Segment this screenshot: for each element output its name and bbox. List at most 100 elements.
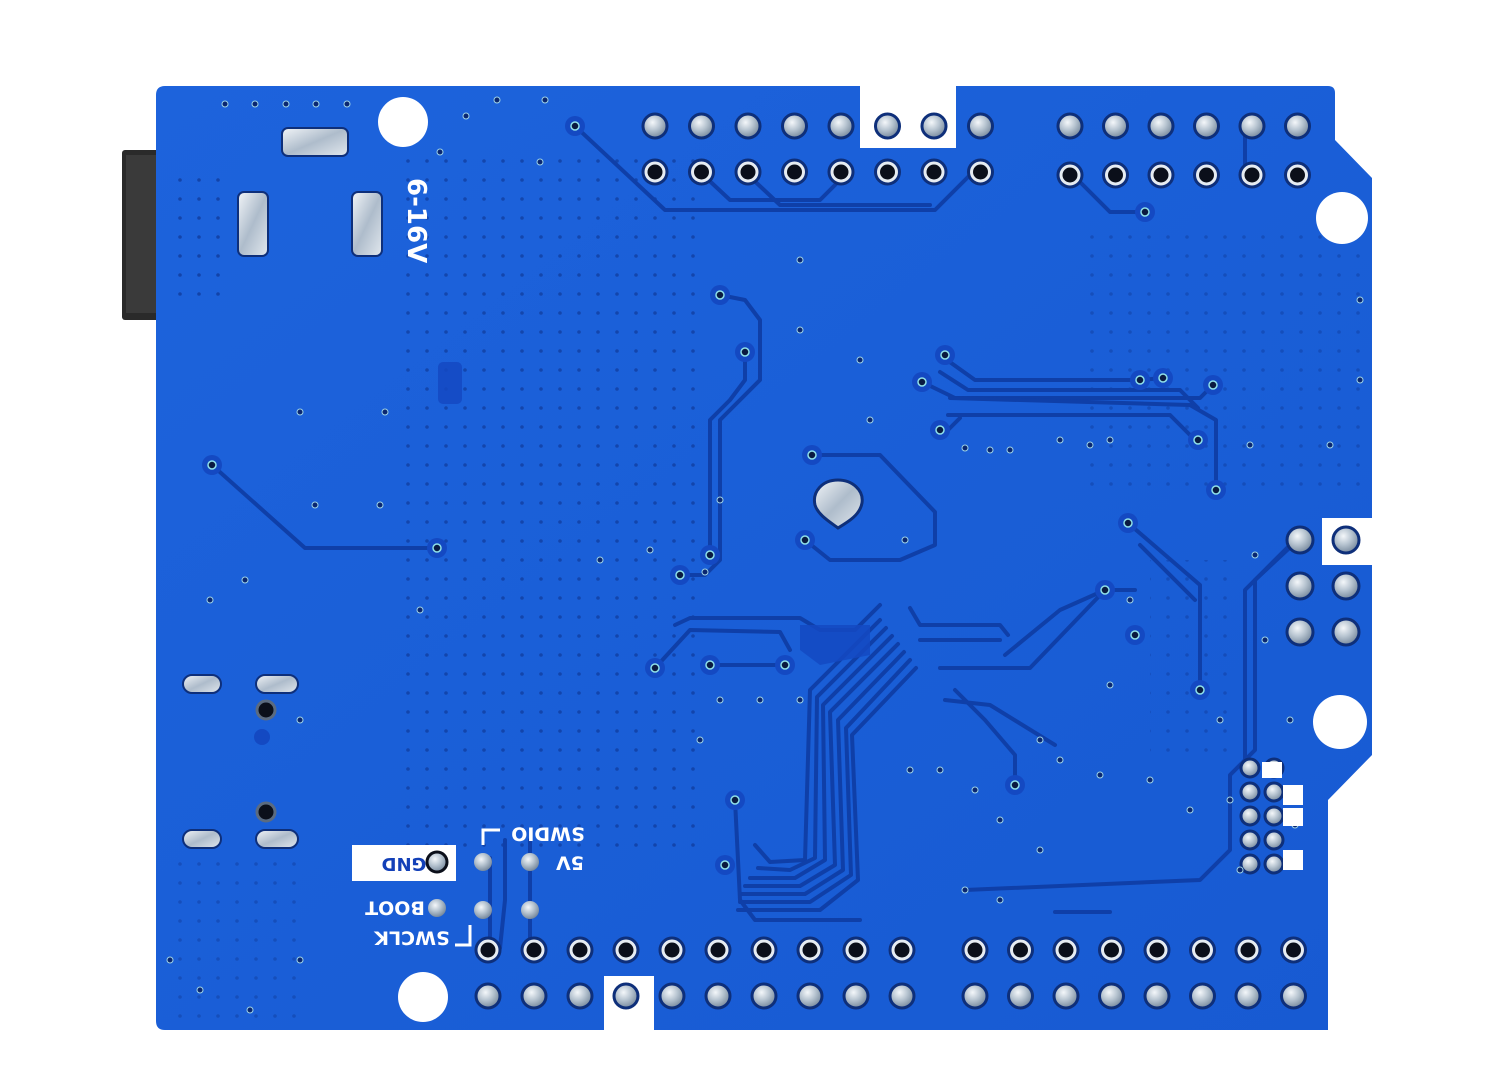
- via: [251, 100, 259, 108]
- gnd-label: GND: [382, 853, 427, 874]
- solder-pad: [1263, 829, 1285, 851]
- via: [241, 576, 249, 584]
- solder-pad: [688, 112, 715, 140]
- copper-traces: [210, 124, 1300, 950]
- via: [541, 96, 549, 104]
- copper-pour: [438, 362, 870, 665]
- via-field-left: [170, 170, 230, 300]
- via: [1226, 796, 1234, 804]
- through-hole: [926, 164, 942, 180]
- via: [906, 766, 914, 774]
- solder-pad: [641, 112, 669, 140]
- via: [1261, 636, 1269, 644]
- solder-pad: [1056, 112, 1084, 140]
- via: [1036, 846, 1044, 854]
- via: [971, 786, 979, 794]
- via: [462, 112, 470, 120]
- via: [705, 550, 715, 560]
- via: [935, 425, 945, 435]
- via: [381, 408, 389, 416]
- solder-pad: [1263, 853, 1285, 875]
- solder-pad: [1285, 571, 1315, 601]
- via: [961, 444, 969, 452]
- through-hole: [894, 942, 910, 958]
- solder-pad: [1238, 112, 1266, 140]
- via: [1286, 716, 1294, 724]
- via: [1056, 756, 1064, 764]
- through-hole: [647, 164, 663, 180]
- through-hole: [1108, 167, 1123, 183]
- solder-pad: [961, 982, 989, 1010]
- solder-pad: [1102, 112, 1129, 140]
- via: [1006, 446, 1014, 454]
- through-hole: [710, 942, 726, 958]
- via: [282, 100, 290, 108]
- via: [807, 450, 817, 460]
- through-hole: [973, 164, 988, 180]
- via: [1100, 585, 1110, 595]
- solder-pad: [1098, 982, 1125, 1010]
- vias: [166, 96, 1364, 1014]
- solder-pad: [1284, 112, 1311, 140]
- solder-pad: [520, 982, 548, 1010]
- via: [756, 696, 764, 704]
- solder-pad: [1239, 757, 1261, 779]
- via: [1135, 375, 1145, 385]
- through-hole: [1290, 167, 1305, 183]
- solder-pad: [612, 982, 640, 1010]
- via: [1096, 771, 1104, 779]
- through-hole: [1153, 167, 1169, 183]
- via: [207, 460, 217, 470]
- via: [986, 446, 994, 454]
- swdio-label: SWDIO: [511, 823, 585, 845]
- mounting-hole: [1316, 192, 1368, 244]
- via: [796, 256, 804, 264]
- through-hole: [833, 164, 849, 180]
- via: [1236, 866, 1244, 874]
- via: [493, 96, 501, 104]
- via: [296, 408, 304, 416]
- solder-pad: [734, 112, 762, 140]
- through-hole: [967, 942, 983, 958]
- via: [221, 100, 229, 108]
- via: [1010, 780, 1020, 790]
- solder-pad: [1285, 617, 1315, 647]
- via: [1146, 776, 1154, 784]
- through-hole: [1244, 167, 1260, 183]
- voltage-label: 6-16V: [401, 178, 431, 263]
- mounting-holes: [378, 97, 1368, 1022]
- through-hole: [1195, 942, 1210, 958]
- solder-pad: [1239, 829, 1261, 851]
- via: [1158, 373, 1168, 383]
- silkscreen: 6-16V GND BOOT SWCLK SWDIO 5V: [352, 178, 1303, 949]
- through-hole: [1058, 942, 1074, 958]
- solder-pad: [704, 982, 732, 1010]
- through-hole: [756, 942, 772, 958]
- solder-pad: [796, 982, 824, 1010]
- via: [940, 350, 950, 360]
- via: [206, 596, 214, 604]
- via: [716, 496, 724, 504]
- via: [1193, 435, 1203, 445]
- via: [1106, 681, 1114, 689]
- through-hole: [848, 942, 864, 958]
- via: [716, 696, 724, 704]
- via: [901, 536, 909, 544]
- via: [1211, 485, 1221, 495]
- via: [1326, 441, 1334, 449]
- via: [701, 568, 709, 576]
- solder-pad: [1239, 853, 1261, 875]
- via: [1216, 716, 1224, 724]
- via: [1056, 436, 1064, 444]
- solder-pad: [1052, 982, 1080, 1010]
- via: [376, 501, 384, 509]
- solder-pad: [1239, 781, 1261, 803]
- solder-pad: [474, 982, 502, 1010]
- through-hole: [572, 942, 588, 958]
- via: [705, 660, 715, 670]
- through-hole: [1062, 167, 1078, 183]
- via: [961, 886, 969, 894]
- solder-pad: [1189, 982, 1216, 1010]
- via: [1106, 436, 1114, 444]
